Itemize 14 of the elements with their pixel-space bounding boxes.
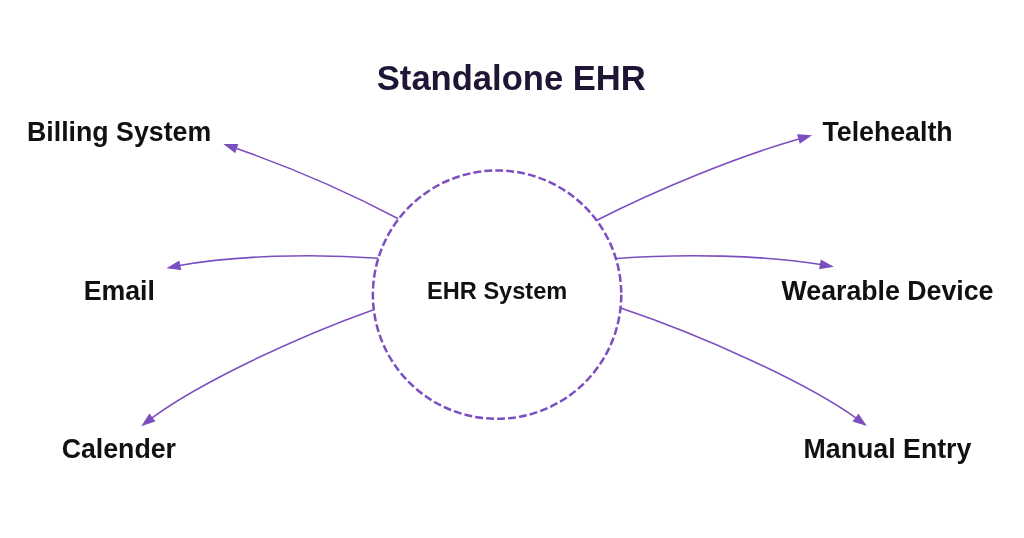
arrow	[596, 133, 813, 221]
node-text: Manual Entry	[803, 433, 972, 464]
node-circle: EHR System	[371, 168, 623, 420]
arrow	[223, 143, 400, 220]
node-text: Billing System	[27, 116, 212, 147]
arrow	[615, 254, 834, 269]
arrow	[166, 254, 380, 270]
node-text: Telehealth	[822, 116, 953, 147]
node-text: Email	[83, 275, 155, 306]
arrow	[619, 306, 867, 426]
node-text: Calender	[61, 433, 176, 464]
diagram-title: Standalone EHR	[376, 58, 646, 97]
node-text: Wearable Device	[781, 275, 994, 306]
arrow	[141, 308, 375, 426]
